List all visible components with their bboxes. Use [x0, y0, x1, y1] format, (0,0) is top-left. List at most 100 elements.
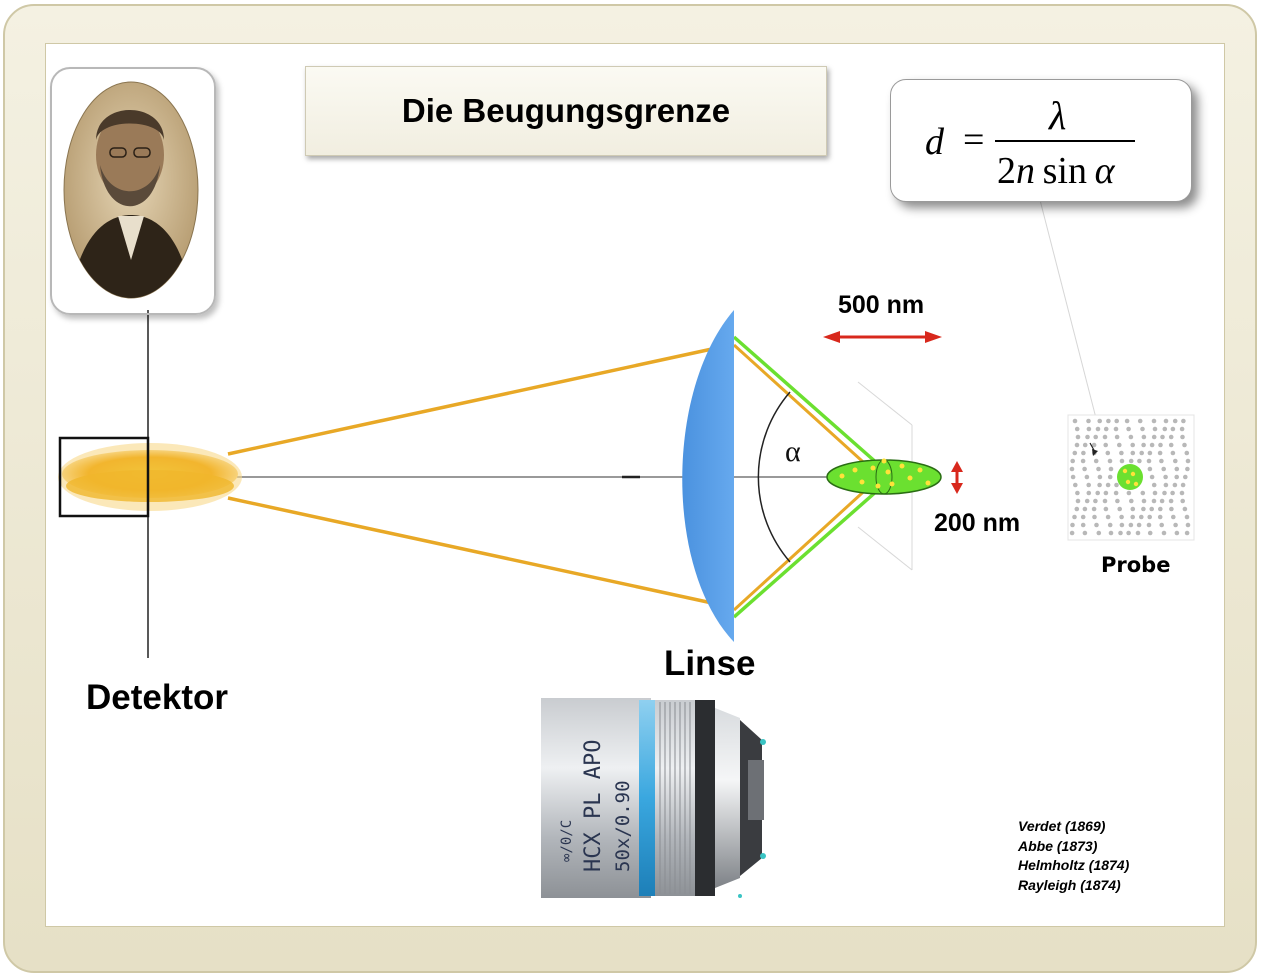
formula-equals: =	[963, 119, 985, 161]
sample-dot	[1172, 482, 1178, 488]
sample-dot	[1114, 434, 1120, 440]
sample-panel	[1067, 414, 1195, 541]
focal-plane	[857, 381, 913, 571]
sample-dot	[1108, 530, 1114, 536]
reference-item: Abbe (1873)	[1018, 837, 1098, 854]
sample-dot	[1151, 418, 1157, 424]
reference-item: Helmholtz (1874)	[1018, 857, 1130, 873]
sample-dot	[1070, 458, 1075, 464]
sample-dot	[1169, 506, 1174, 512]
sample-label: Probe	[1101, 553, 1170, 577]
sample-dot	[1139, 514, 1144, 520]
detector-label: Detektor	[86, 678, 228, 717]
sample-dot	[1102, 498, 1108, 504]
sample-dot	[1091, 506, 1097, 512]
sample-dot	[1082, 466, 1087, 472]
sample-dot	[1185, 466, 1190, 472]
sample-dot	[1183, 474, 1188, 480]
sample-dot	[1080, 514, 1086, 520]
sample-dot	[1137, 458, 1142, 464]
sample-dot	[1151, 434, 1157, 440]
lateral-size-label: 500 nm	[838, 291, 924, 319]
sample-dot	[1129, 498, 1134, 504]
sample-dot	[1179, 490, 1185, 496]
sample-dot	[1093, 434, 1098, 440]
sample-dot	[1157, 450, 1163, 456]
sample-dot	[1140, 426, 1145, 432]
sample-dot	[1170, 450, 1176, 456]
sample-dot	[1141, 506, 1146, 512]
sample-dot	[1075, 498, 1081, 504]
sample-dot	[1074, 426, 1080, 432]
sample-dot	[1151, 482, 1157, 488]
formula-den-space	[1035, 150, 1043, 192]
sample-dot	[1140, 490, 1146, 496]
sample-dot	[1180, 434, 1185, 440]
sample-dot	[1074, 506, 1080, 512]
sample-dot	[1096, 466, 1101, 472]
sample-dot	[1174, 466, 1180, 472]
sample-dot	[1072, 450, 1078, 456]
sample-dot	[1160, 434, 1165, 440]
sample-dot	[1147, 466, 1153, 472]
detector-box	[58, 436, 150, 518]
sample-dot	[1130, 506, 1136, 512]
svg-text:HCX PL APO: HCX PL APO	[581, 740, 606, 872]
sample-dot	[1141, 498, 1147, 504]
sample-dot	[1084, 474, 1090, 480]
sample-dot	[1161, 530, 1167, 536]
sample-dot	[1182, 442, 1187, 448]
focus-spot	[826, 458, 942, 495]
sample-dot	[1130, 442, 1135, 448]
lens-label: Linse	[664, 644, 756, 683]
svg-text:50x/0.90: 50x/0.90	[612, 780, 634, 872]
sample-dot	[1080, 522, 1086, 528]
angle-arc	[757, 391, 791, 563]
sample-dot	[1096, 530, 1102, 536]
sample-dot	[1114, 482, 1119, 488]
sample-dot	[1069, 466, 1075, 472]
sample-dot	[1086, 426, 1092, 432]
sample-dot	[1147, 530, 1153, 536]
sample-dot	[1163, 418, 1169, 424]
objective-image	[541, 698, 766, 898]
formula-den-two: 2	[997, 150, 1016, 192]
sample-dot	[1103, 506, 1109, 512]
sample-dot	[1119, 514, 1124, 520]
sample-dot	[1074, 442, 1080, 448]
sample-dot	[1107, 474, 1113, 480]
sample-dot	[1081, 450, 1086, 456]
sample-dot	[1136, 522, 1142, 528]
formula-denominator: 2n sin α	[997, 149, 1115, 193]
sample-dot	[1075, 434, 1081, 440]
sample-dot	[1128, 522, 1134, 528]
sample-dot	[1072, 418, 1078, 424]
sample-dot	[1117, 442, 1122, 448]
sample-dot	[1128, 434, 1134, 440]
sample-dot	[1075, 490, 1080, 496]
sample-dot	[1172, 418, 1178, 424]
sample-dot	[1147, 514, 1152, 520]
formula-den-n: n	[1016, 150, 1035, 192]
sample-dot	[1107, 522, 1113, 528]
sample-dot	[1117, 506, 1122, 512]
sample-dot	[1147, 450, 1153, 456]
sample-dot	[1073, 482, 1078, 488]
sample-dot	[1126, 490, 1132, 496]
sample-dot	[1139, 450, 1144, 456]
sample-dot	[1070, 474, 1076, 480]
sample-dot	[1091, 442, 1097, 448]
sample-dot	[1069, 530, 1075, 536]
sample-dot	[1146, 458, 1152, 464]
sample-dot	[1141, 434, 1147, 440]
formula-den-alpha: α	[1094, 150, 1115, 192]
sample-dot	[1179, 426, 1185, 432]
sample-dot	[1107, 458, 1113, 464]
sample-dot	[1163, 482, 1169, 488]
sample-dot	[1097, 482, 1102, 488]
sample-dot	[1128, 458, 1134, 464]
sample-dot	[1103, 442, 1108, 448]
sample-dot	[1085, 434, 1090, 440]
sample-dot	[1152, 490, 1158, 496]
sample-dot	[1173, 522, 1178, 528]
